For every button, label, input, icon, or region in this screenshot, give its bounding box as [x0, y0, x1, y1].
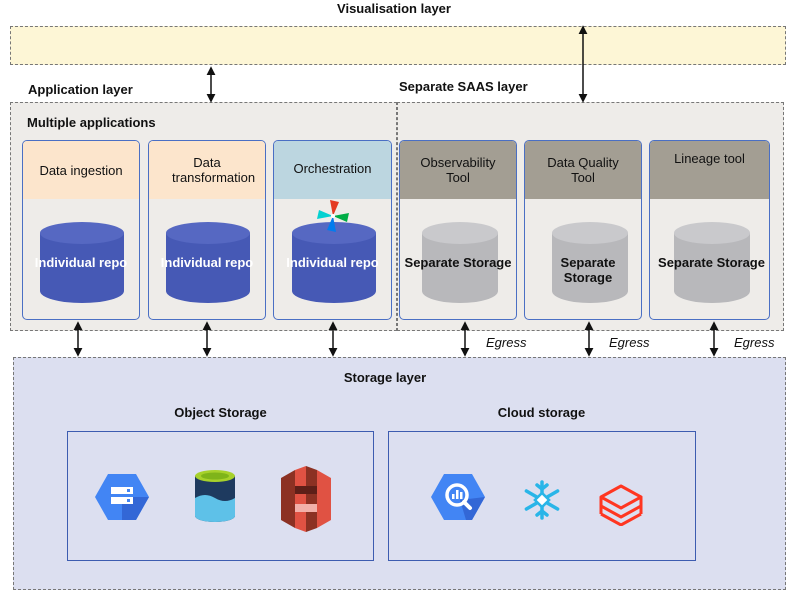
visualisation-layer — [10, 26, 786, 65]
databricks-icon — [599, 484, 643, 526]
app-card-orchestration: Orchestration Individual repo — [273, 140, 392, 320]
visualisation-layer-title: Visualisation layer — [337, 1, 451, 16]
aws-s3-icon — [281, 466, 331, 532]
storage-cylinder-icon — [422, 222, 498, 303]
snowflake-icon — [524, 480, 560, 520]
application-layer-title: Application layer — [28, 82, 133, 97]
app-card-label: Data transformation — [172, 155, 256, 185]
repo-label: Individual repo — [160, 255, 254, 270]
storage-label: Separate Storage — [560, 255, 616, 285]
saas-layer-title: Separate SAAS layer — [399, 79, 528, 94]
repo-cylinder-icon — [292, 222, 376, 303]
saas-card-head: Lineage tool — [650, 141, 769, 199]
repo-cylinder-icon — [166, 222, 250, 303]
object-storage-box — [67, 431, 374, 561]
gcs-icon — [95, 474, 149, 520]
app-card-head: Data transformation — [149, 141, 265, 199]
app-card-data-transformation: Data transformation Individual repo — [148, 140, 266, 320]
saas-card-observability: Observability Tool Separate Storage — [399, 140, 517, 320]
app-card-data-ingestion: Data ingestion Individual repo — [22, 140, 140, 320]
multiple-applications-title: Multiple applications — [27, 115, 156, 130]
repo-label: Individual repo — [286, 255, 379, 270]
storage-cylinder-icon — [674, 222, 750, 303]
storage-cylinder-icon — [552, 222, 628, 303]
saas-card-lineage: Lineage tool Separate Storage — [649, 140, 770, 320]
app-card-label: Orchestration — [293, 161, 372, 176]
object-storage-title: Object Storage — [174, 405, 267, 420]
app-card-label: Data ingestion — [39, 162, 123, 178]
azure-data-lake-icon — [195, 470, 235, 522]
repo-cylinder-icon — [40, 222, 124, 303]
app-card-head: Data ingestion — [23, 141, 139, 199]
egress-label: Egress — [609, 335, 650, 350]
saas-card-head: Data Quality Tool — [525, 141, 641, 199]
storage-layer-title: Storage layer — [343, 370, 427, 385]
cloud-storage-title: Cloud storage — [497, 405, 586, 420]
saas-card-label: Observability Tool — [420, 155, 496, 185]
cloud-storage-box — [388, 431, 696, 561]
repo-label: Individual repo — [34, 255, 128, 270]
saas-card-head: Observability Tool — [400, 141, 516, 199]
saas-card-label: Data Quality Tool — [547, 155, 619, 185]
bigquery-icon — [431, 474, 485, 520]
egress-label: Egress — [734, 335, 775, 350]
storage-layer — [13, 357, 786, 590]
egress-label: Egress — [486, 335, 527, 350]
saas-card-label: Lineage tool — [674, 151, 745, 166]
airflow-pinwheel-icon — [317, 200, 349, 232]
app-card-head: Orchestration — [274, 141, 391, 199]
storage-label: Separate Storage — [404, 255, 512, 270]
saas-card-data-quality: Data Quality Tool Separate Storage — [524, 140, 642, 320]
storage-label: Separate Storage — [658, 255, 765, 270]
